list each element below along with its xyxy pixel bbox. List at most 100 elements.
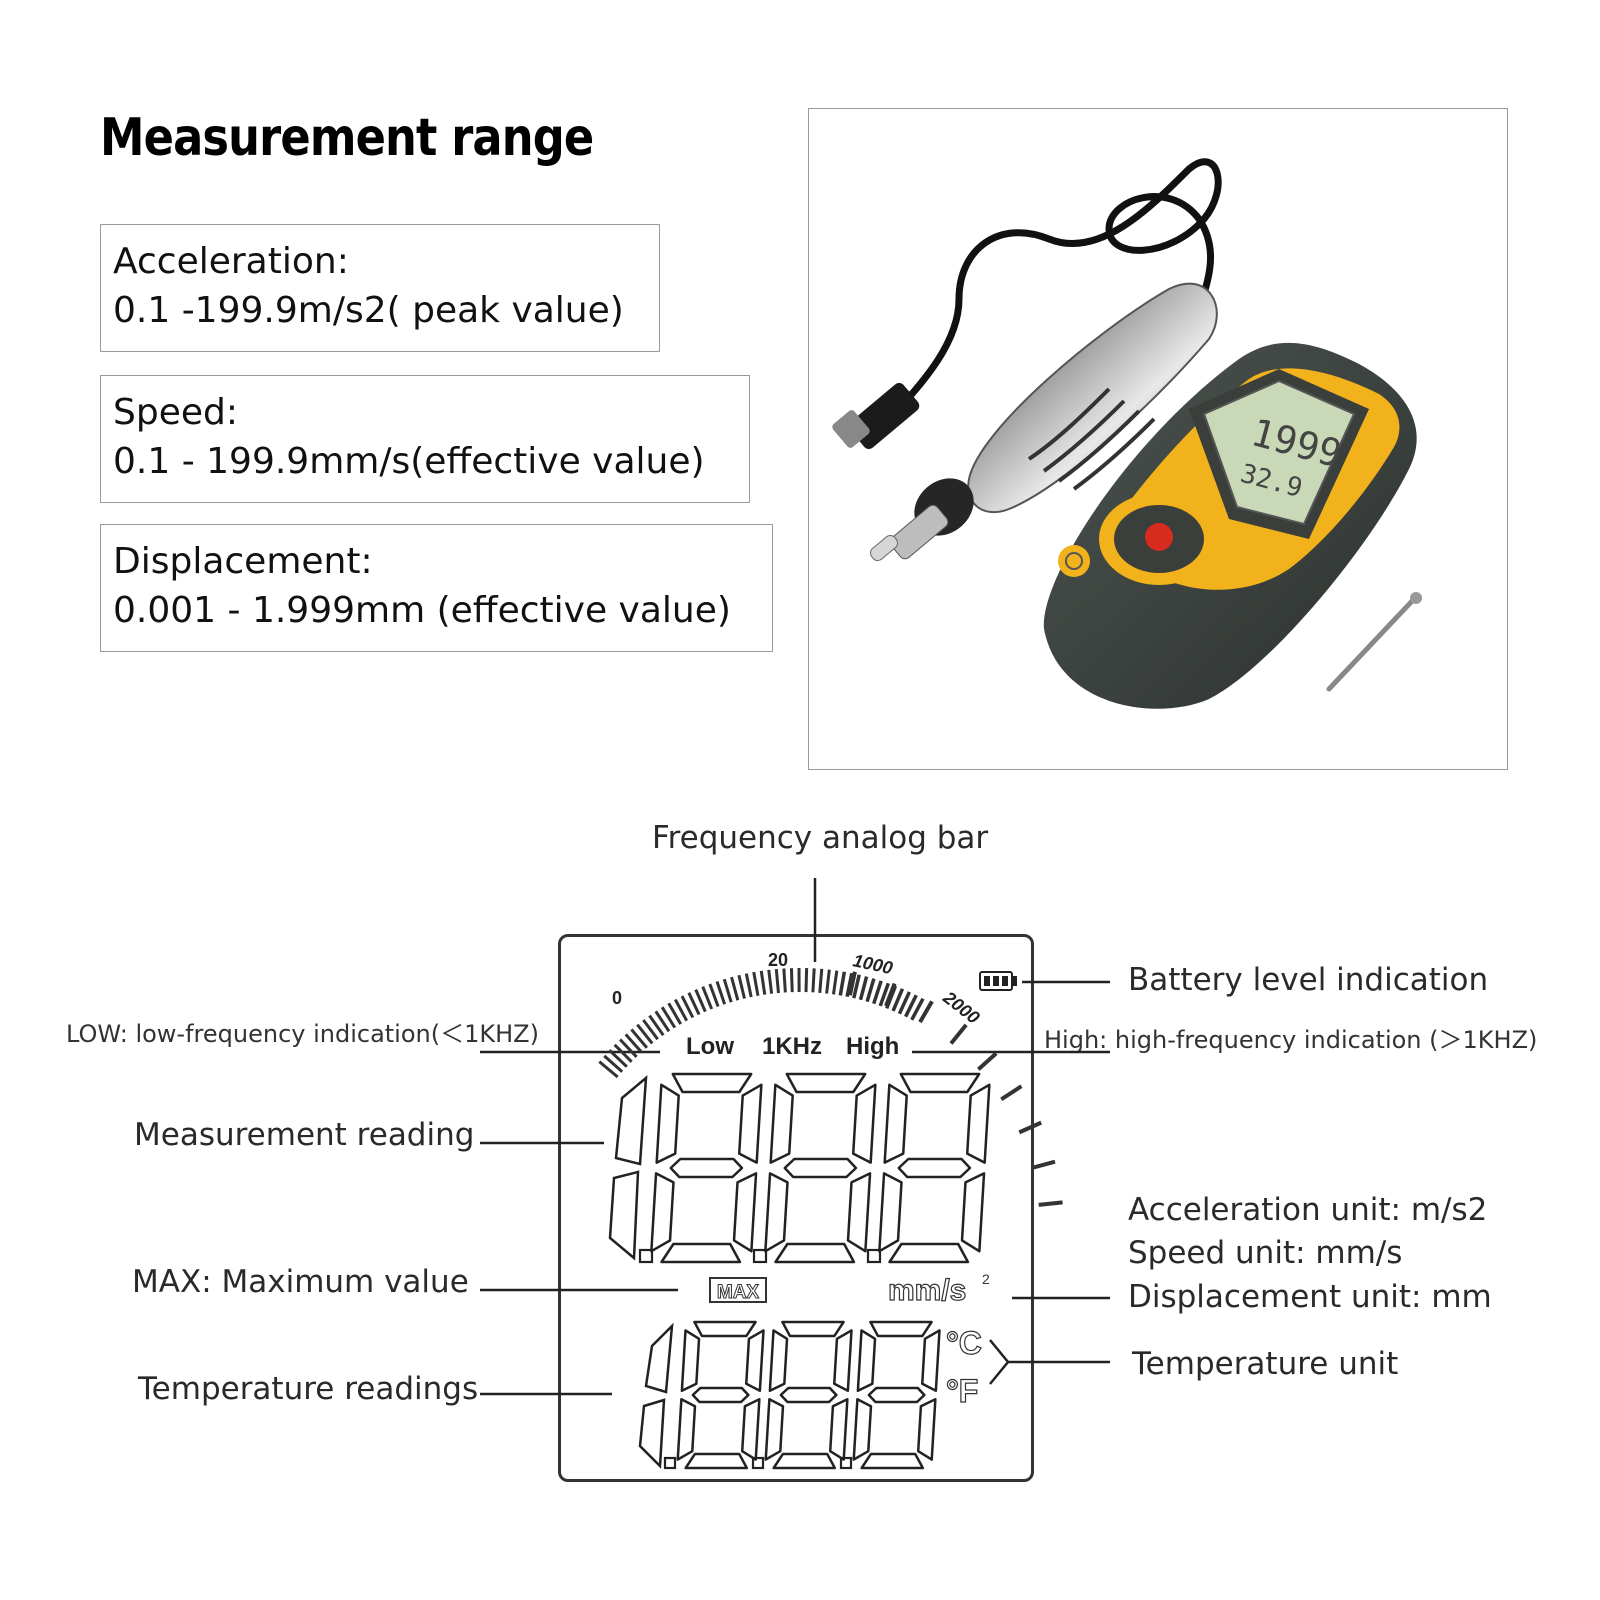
measurement-digit-segment [764, 1172, 789, 1253]
temperature-digit-segment [828, 1397, 849, 1461]
temp-unit-fahrenheit: °F [946, 1373, 978, 1409]
temp-unit-celsius: °C [946, 1325, 982, 1361]
frequency-bar-tick [845, 972, 854, 998]
frequency-bar-tick [701, 986, 714, 1010]
cable-connector [832, 382, 920, 450]
frequency-bar-tick [673, 998, 689, 1022]
enter-button[interactable] [1145, 523, 1173, 551]
frequency-bar-tick [872, 980, 883, 1005]
frequency-bar-tick [759, 970, 767, 995]
frequency-bar-tick [884, 982, 897, 1007]
spec-speed-name: Speed: [113, 392, 238, 433]
max-indicator: MAX [709, 1277, 767, 1304]
temperature-digit-segment [869, 1320, 933, 1338]
measurement-leading-one-segment [614, 1075, 648, 1166]
spec-displacement-name: Displacement: [113, 541, 373, 582]
vibration-probe [869, 282, 1218, 562]
frequency-bar-tick [630, 1028, 649, 1049]
leader-lines [480, 878, 1110, 1396]
measurement-decimal-point [638, 1248, 654, 1264]
temperature-decimal-point [663, 1456, 677, 1470]
frequency-bar-tick [1018, 1120, 1042, 1135]
measurement-leading-one-segment [608, 1170, 640, 1261]
frequency-bar-tick [680, 995, 695, 1019]
callout-frequency-bar: Frequency analog bar [652, 820, 989, 856]
spec-displacement: Displacement: 0.001 - 1.999mm (effective… [100, 524, 773, 652]
measurement-digit-segment [785, 1072, 867, 1094]
measurement-digit-segment [783, 1157, 858, 1179]
temperature-digit-segment [676, 1397, 697, 1461]
band-label-low: Low [686, 1033, 734, 1060]
band-label-1khz: 1KHz [762, 1033, 822, 1060]
temperature-digit-segment [867, 1386, 926, 1404]
frequency-bar-tick [878, 982, 890, 1007]
frequency-bar-tick [818, 968, 824, 993]
measurement-digit-segment [655, 1083, 680, 1164]
callout-low: LOW: low-frequency indication(＜1KHZ) [66, 1020, 539, 1048]
temperature-digit-segment [779, 1386, 838, 1404]
scale-label-20: 20 [768, 950, 788, 970]
frequency-bar-tick [852, 974, 861, 999]
temperature-digit-segment [860, 1452, 925, 1470]
temperature-leading-one-segment [644, 1322, 674, 1394]
temperature-digit-segment [693, 1320, 757, 1338]
frequency-bar-tick [847, 971, 857, 996]
temperature-decimal-point [839, 1456, 853, 1470]
measurement-digit-segment [888, 1242, 970, 1264]
max-label: MAX [717, 1282, 760, 1303]
frequency-bar-tick [715, 981, 727, 1005]
frequency-bar-tick [910, 997, 925, 1021]
measurement-digit-segment [671, 1072, 753, 1094]
frequency-bar-tick [1031, 1159, 1056, 1170]
frequency-bar-tick [1000, 1084, 1023, 1101]
frequency-bar-tick [660, 1006, 677, 1029]
power-button[interactable] [1058, 545, 1090, 577]
frequency-bar-tick [918, 1000, 934, 1024]
scale-label-2000: 2000 [939, 987, 984, 1028]
temperature-digit-segment [921, 1329, 941, 1393]
callout-measurement-reading: Measurement reading [134, 1117, 475, 1153]
frequency-bar-tick [687, 992, 701, 1016]
frequency-bar-tick [654, 1010, 671, 1033]
callout-max: MAX: Maximum value [132, 1264, 469, 1300]
callout-temperature-unit: Temperature unit [1132, 1346, 1399, 1382]
frequency-bar-tick [1038, 1200, 1063, 1207]
measurement-digit-segment [883, 1083, 908, 1164]
frequency-bar-tick [737, 974, 746, 999]
frequency-bar-tick [648, 1014, 665, 1037]
spec-displacement-range: 0.001 - 1.999mm (effective value) [113, 590, 731, 631]
callout-speed-unit: Speed unit: mm/s [1128, 1235, 1403, 1271]
measurement-digit-segment [899, 1072, 981, 1094]
callout-battery: Battery level indication [1128, 962, 1489, 998]
temperature-digit-segment [680, 1329, 701, 1393]
frequency-bar-tick [667, 1002, 682, 1025]
frequency-bar-tick [897, 991, 911, 1015]
temperature-reading-segments [638, 1320, 941, 1470]
temperature-leading-one-segment [638, 1398, 666, 1469]
frequency-bar-tick [825, 969, 831, 994]
spec-acceleration-name: Acceleration: [113, 241, 349, 282]
scale-label-0: 0 [612, 988, 622, 1008]
frequency-analog-bar [598, 967, 1063, 1207]
measurement-digit-segment [650, 1172, 675, 1253]
temperature-decimal-point [751, 1456, 765, 1470]
frequency-bar-tick [613, 1043, 633, 1063]
page-title: Measurement range [100, 108, 594, 168]
callout-displacement-unit: Displacement unit: mm [1128, 1279, 1492, 1315]
temperature-digit-segment [852, 1397, 873, 1461]
frequency-bar-tick [730, 976, 740, 1001]
frequency-bar-tick [811, 968, 816, 993]
battery-icon [979, 971, 1017, 991]
measurement-decimal-point [866, 1248, 882, 1264]
product-photo: 1999 32.9 [808, 108, 1508, 770]
frequency-bar-tick [642, 1019, 659, 1041]
measurement-digit-segment [851, 1083, 877, 1164]
vibration-meter: 1999 32.9 [1043, 342, 1417, 709]
measurement-digit-segment [660, 1242, 742, 1264]
power-icon [1065, 552, 1083, 570]
measurement-decimal-point [752, 1248, 768, 1264]
frequency-bar-tick [858, 976, 869, 1001]
frequency-bar-tick [636, 1023, 654, 1045]
frequency-bar-tick [831, 970, 839, 995]
measurement-digit-segment [732, 1172, 758, 1253]
